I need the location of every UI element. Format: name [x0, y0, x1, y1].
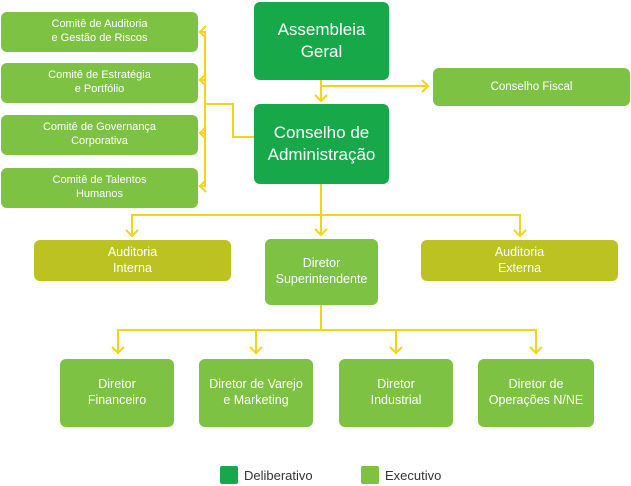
connector-committees: [204, 31, 254, 187]
arrow-comite-talentos: [198, 179, 207, 193]
node-comite-auditoria: Comitê de Auditoria e Gestão de Riscos: [1, 12, 198, 52]
arrow-auditoria-externa: [513, 229, 527, 238]
arrow-auditoria-interna: [125, 229, 139, 238]
node-diretor-industrial: Diretor Industrial: [339, 359, 453, 427]
node-conselho-fiscal: Conselho Fiscal: [433, 68, 630, 106]
node-diretor-varejo: Diretor de Varejo e Marketing: [199, 359, 313, 427]
arrow-conselho-adm: [314, 94, 328, 103]
node-diretor-operacoes: Diretor de Operações N/NE: [478, 359, 594, 427]
arrow-comite-governanca: [198, 126, 207, 140]
node-comite-estrategia: Comitê de Estratégia e Portfólio: [1, 63, 198, 103]
arrow-industrial: [389, 346, 403, 355]
arrow-comite-estrategia: [198, 73, 207, 87]
arrow-superintendente: [314, 228, 328, 237]
node-comite-talentos: Comitê de Talentos Humanos: [1, 168, 198, 208]
arrow-financeiro: [111, 346, 125, 355]
node-conselho-administracao: Conselho de Administração: [254, 104, 389, 184]
legend-label-executive: Executivo: [385, 467, 442, 483]
node-diretor-financeiro: Diretor Financeiro: [60, 359, 174, 427]
legend-swatch-executive: [361, 466, 379, 484]
legend-swatch-deliberative: [220, 466, 238, 484]
arrow-operacoes: [529, 346, 543, 355]
arrow-comite-auditoria: [198, 25, 207, 39]
legend-executive: Executivo: [361, 466, 441, 484]
arrow-varejo: [249, 346, 263, 355]
connector-level2: [131, 184, 521, 237]
legend-label-deliberative: Deliberativo: [244, 467, 313, 483]
node-diretor-superintendente: Diretor Superintendente: [265, 239, 378, 305]
legend-deliberative: Deliberativo: [220, 466, 313, 484]
connector-directors: [117, 305, 537, 354]
arrow-conselho-fiscal: [421, 79, 430, 93]
node-comite-governanca: Comitê de Governança Corporativa: [1, 115, 198, 155]
node-auditoria-externa: Auditoria Externa: [421, 240, 618, 281]
node-auditoria-interna: Auditoria Interna: [34, 240, 231, 281]
node-assembleia-geral: Assembleia Geral: [254, 2, 389, 80]
